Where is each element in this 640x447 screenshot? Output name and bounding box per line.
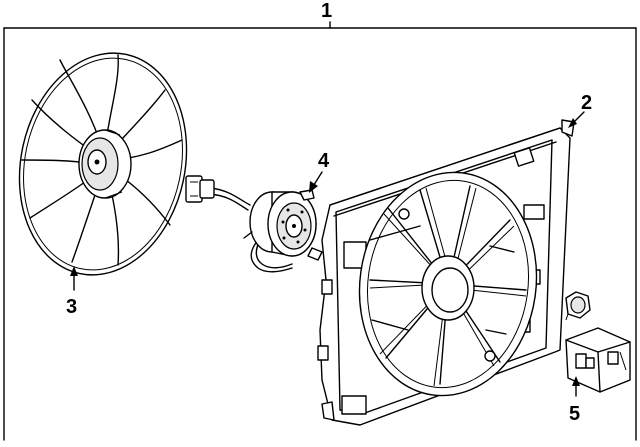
fan-motor <box>185 175 323 273</box>
fan-shroud <box>317 119 575 426</box>
callout-4: 4 <box>318 150 330 172</box>
callout-1: 1 <box>321 0 333 22</box>
resistor-module <box>565 327 631 393</box>
callout-3: 3 <box>66 296 78 318</box>
leaders <box>70 111 585 397</box>
fan-blade <box>18 52 188 276</box>
callout-2: 2 <box>581 92 593 114</box>
assembly-frame <box>3 21 637 441</box>
nut <box>565 291 591 321</box>
callout-5: 5 <box>569 403 581 425</box>
